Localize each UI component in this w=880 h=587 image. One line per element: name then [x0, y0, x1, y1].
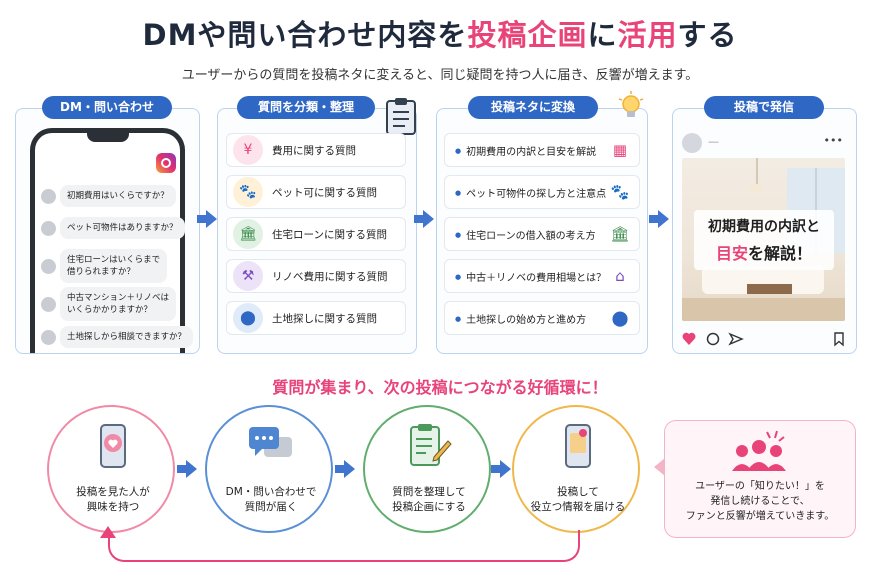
category-item: 🏛 住宅ローンに関する質問	[226, 217, 406, 251]
column-label: DM・問い合わせ	[42, 96, 172, 119]
topic-item: 初期費用の内訳と目安を解説 ▦	[444, 133, 640, 167]
clipboard-icon	[386, 98, 416, 135]
flow-arrow	[649, 210, 669, 228]
category-item: ⬤ 土地探しに関する質問	[226, 301, 406, 335]
cycle-heading: 質問が集まり、次の投稿につながる好循環に！	[272, 378, 608, 397]
topic-item: 中古＋リノベの費用相場とは？ ⌂	[444, 259, 640, 293]
loop-arrow	[108, 530, 580, 562]
flow-arrow	[177, 460, 197, 478]
flow-arrow	[414, 210, 434, 228]
topic-item: 住宅ローンの借入額の考え方 🏛	[444, 217, 640, 251]
cycle-step: 投稿を見た人が 興味を持つ	[47, 405, 175, 533]
lightbulb-icon	[618, 91, 644, 117]
instagram-icon	[156, 153, 176, 173]
phone-notch	[87, 132, 129, 142]
topic-item: ペット可物件の探し方と注意点 🐾	[444, 175, 640, 209]
post-actions	[682, 332, 844, 347]
avatar	[41, 296, 56, 312]
column-label: 投稿ネタに変換	[468, 96, 598, 119]
bookmark-icon[interactable]	[834, 332, 844, 347]
post-username: —	[708, 135, 719, 148]
paw-icon: 🐾	[610, 183, 630, 201]
title-part: DMや問い合わせ内容を	[142, 18, 468, 52]
tools-icon: ⚒	[233, 261, 263, 291]
cycle-step: DM・問い合わせで 質問が届く	[205, 405, 333, 533]
page-title: DMや問い合わせ内容を投稿企画に活用する	[0, 12, 880, 54]
more-options-icon[interactable]: •••	[823, 134, 843, 147]
column-label: 質問を分類・整理	[237, 96, 375, 119]
phone-mockup: 初期費用はいくらですか？ ペット可物件はありますか？ 住宅ローンはいくらまで 借…	[30, 128, 194, 353]
heart-icon[interactable]	[682, 332, 696, 345]
avatar	[682, 133, 702, 153]
cycle-step: 質問を整理して 投稿企画にする	[363, 405, 491, 533]
people-group-icon	[732, 430, 786, 471]
avatar	[41, 188, 56, 204]
phone-post-icon	[565, 424, 591, 468]
title-part: する	[677, 18, 738, 52]
post-header: — •••	[682, 133, 847, 153]
title-highlight: 活用	[617, 18, 678, 52]
comment-icon[interactable]	[706, 332, 720, 346]
house-icon: ⌂	[615, 267, 625, 285]
bank-icon: 🏛	[610, 225, 630, 243]
flow-arrow	[335, 460, 355, 478]
callout-pointer	[654, 458, 665, 476]
cycle-step: 投稿して 役立つ情報を届ける	[512, 405, 640, 533]
post-caption: 初期費用の内訳と 目安を解説！	[694, 210, 834, 270]
paw-icon: 🐾	[233, 177, 263, 207]
bank-icon: 🏛	[233, 219, 263, 249]
page-subtitle: ユーザーからの質問を投稿ネタに変えると、同じ疑問を持つ人に届き、反響が増えます。	[181, 68, 699, 83]
yen-icon: ¥	[233, 135, 263, 165]
category-item: ⚒ リノベ費用に関する質問	[226, 259, 406, 293]
avatar	[41, 258, 56, 274]
title-part: に	[587, 18, 618, 52]
dm-message: 土地探しから相談できますか？	[41, 326, 194, 348]
phone-heart-icon	[100, 424, 126, 468]
dm-message: 初期費用はいくらですか？	[41, 185, 176, 207]
chat-bubbles-icon	[249, 427, 292, 457]
category-item: 🐾 ペット可に関する質問	[226, 175, 406, 209]
calculator-icon: ▦	[612, 141, 628, 159]
flow-arrow	[197, 210, 217, 228]
map-pin-icon: ⬤	[233, 303, 263, 333]
avatar	[41, 220, 56, 236]
clipboard-pencil-icon	[410, 424, 452, 466]
dm-message: ペット可物件はありますか？	[41, 217, 185, 239]
caption-highlight: 目安	[715, 244, 748, 263]
title-highlight: 投稿企画	[467, 18, 588, 52]
dm-message: 住宅ローンはいくらまで 借りられますか？	[41, 249, 168, 283]
map-pin-icon: ⬤	[611, 309, 629, 327]
callout-box: ユーザーの「知りたい！」を 発信し続けることで、 ファンと反響が増えていきます。	[664, 420, 856, 538]
column-label: 投稿で発信	[704, 96, 824, 119]
category-item: ¥ 費用に関する質問	[226, 133, 406, 167]
share-icon[interactable]	[728, 332, 744, 346]
dm-message: 中古マンション＋リノベは いくらかかりますか？	[41, 287, 177, 321]
post-image: 初期費用の内訳と 目安を解説！	[682, 158, 845, 321]
avatar	[41, 329, 56, 345]
flow-arrow	[491, 460, 511, 478]
loop-arrow-head	[100, 526, 116, 538]
topic-item: 土地探しの始め方と進め方 ⬤	[444, 301, 640, 335]
